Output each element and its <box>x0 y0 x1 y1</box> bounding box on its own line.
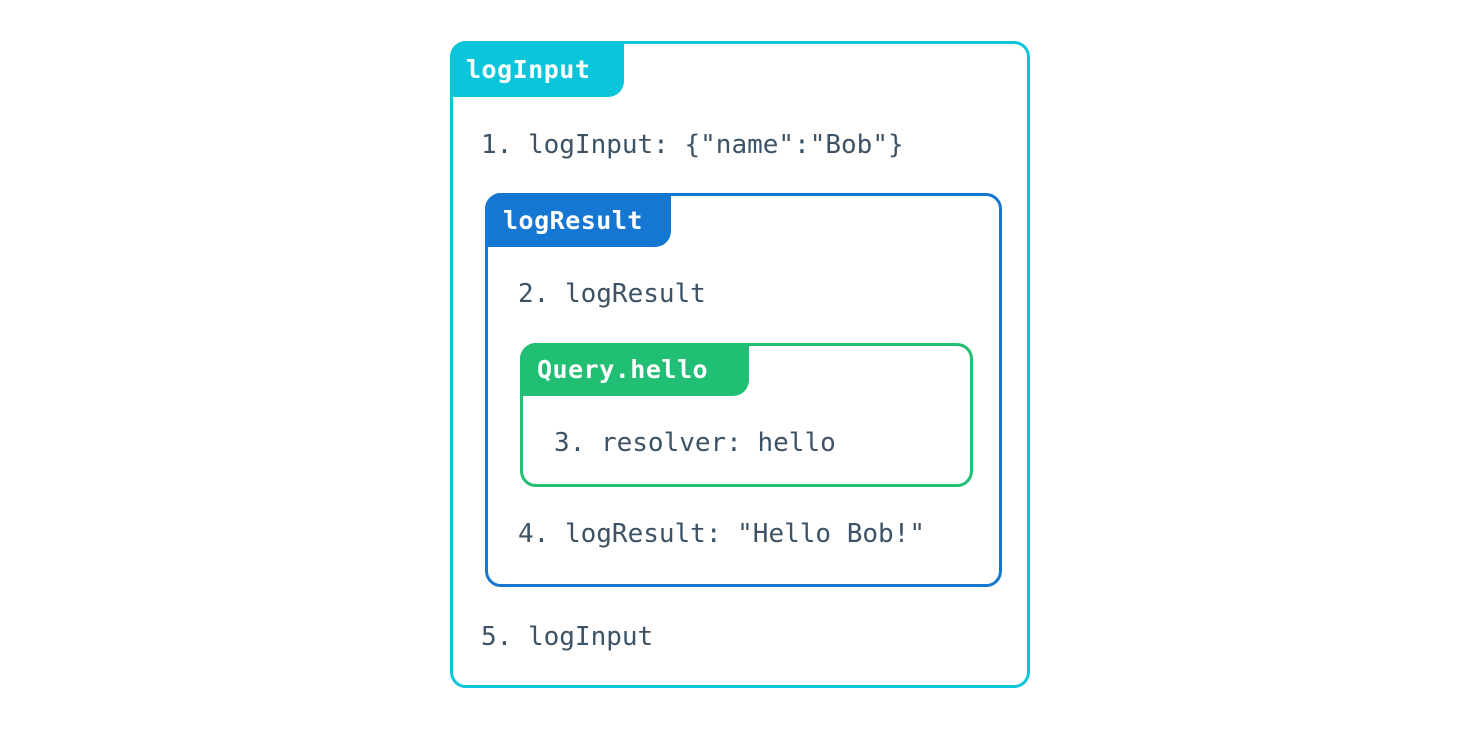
trace-tab-logresult[interactable]: logResult <box>485 193 671 247</box>
trace-line-4-logresult: 4. logResult: "Hello Bob!" <box>518 519 925 549</box>
trace-tab-loginput[interactable]: logInput <box>450 41 624 97</box>
trace-line-5-loginput: 5. logInput <box>481 622 654 652</box>
trace-line-1-loginput: 1. logInput: {"name":"Bob"} <box>481 130 904 160</box>
trace-line-3-resolver: 3. resolver: hello <box>554 428 836 458</box>
trace-box-logresult: logResult 2. logResult Query.hello 3. re… <box>485 193 1002 587</box>
trace-tab-queryhello[interactable]: Query.hello <box>520 343 749 396</box>
trace-box-loginput: logInput 1. logInput: {"name":"Bob"} log… <box>450 41 1030 688</box>
trace-line-2-logresult: 2. logResult <box>518 279 706 309</box>
trace-box-queryhello: Query.hello 3. resolver: hello <box>520 343 973 487</box>
